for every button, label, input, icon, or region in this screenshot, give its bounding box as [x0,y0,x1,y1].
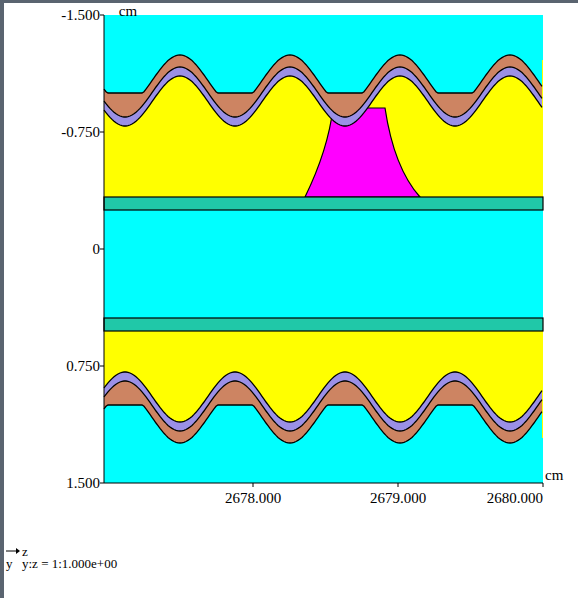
aspect-ratio-note: y:z = 1:1.000e+00 [22,557,117,570]
axis-label: 0 [93,242,101,257]
axis-ticks [100,15,543,487]
z-direction-arrow [6,551,16,552]
wall-outline [104,405,542,443]
wall-layer [104,405,542,483]
axis-label: -1.500 [61,8,100,23]
axis-label: 0.750 [66,359,100,374]
wall-layer [104,67,542,126]
wall-layer [104,15,542,93]
axis-label: -0.750 [61,125,100,140]
wall-layer [104,372,542,431]
wall-outline [104,372,542,422]
z-axis [104,483,543,484]
axis-label: 2678.000 [225,491,281,506]
axis-label: 1.500 [66,476,100,491]
axis-label: y [6,557,13,570]
corrugated-wall [104,15,542,483]
z-arrow-head [16,548,20,554]
axis-label: cm [545,468,563,483]
axis-label: 2679.000 [370,491,426,506]
wall-outline [104,55,542,93]
top-strip [0,0,578,3]
magenta-insert [305,108,420,197]
left-strip [0,0,4,598]
void-region [104,15,543,483]
wall-outline [104,76,542,126]
pipe-wall-bottom [104,318,543,331]
axis-label: cm [119,4,137,19]
pipe-wall-top [104,197,543,210]
axis-label: 2680.000 [487,491,543,506]
